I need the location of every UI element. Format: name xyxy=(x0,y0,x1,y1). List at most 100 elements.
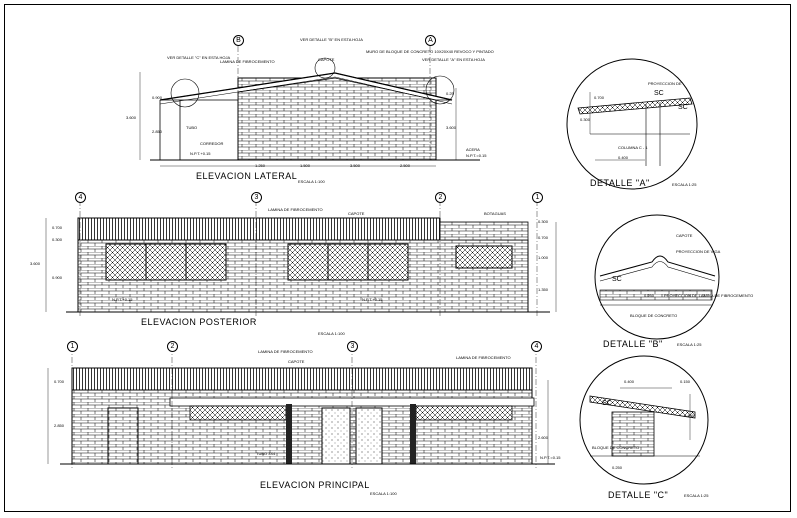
detail-b-note-3: SC xyxy=(612,276,622,283)
principal-window-right xyxy=(415,405,513,421)
detail-c-scale: ESCALA 1:25 xyxy=(684,493,709,498)
axis-bubble-3: 3 xyxy=(251,192,262,203)
detail-a-drawing xyxy=(566,58,698,190)
principal-note-capote: CAPOTE xyxy=(288,359,305,364)
posterior-roof xyxy=(77,217,441,241)
principal-note-tubo: TUBO 3X4 xyxy=(256,451,276,456)
posterior-dim-right-2: 0.700 xyxy=(538,235,549,240)
posterior-title: ELEVACION POSTERIOR xyxy=(141,317,257,327)
posterior-window-left xyxy=(105,243,227,281)
posterior-note-capote: CAPOTE xyxy=(348,211,365,216)
detail-b-note-1: CAPOTE xyxy=(676,233,693,238)
posterior-elevation xyxy=(45,200,557,316)
principal-dim-left-1: 0.700 xyxy=(54,379,65,384)
lateral-dim-bottom-2: 1.500 xyxy=(300,163,311,168)
detail-c-title: DETALLE "C" xyxy=(608,490,669,500)
posterior-note-lamina: LAMINA DE FIBROCEMENTO xyxy=(268,207,323,212)
posterior-dim-right-1: 0.300 xyxy=(538,219,549,224)
lateral-note-acera: ACERA xyxy=(466,147,480,152)
posterior-note-npt-left: N.P.T.+0.15 xyxy=(112,297,133,302)
lateral-dim-left-3: 3.600 xyxy=(126,115,137,120)
axis-bubble-b: B xyxy=(233,35,244,46)
detail-a-note-3: SC xyxy=(678,104,688,111)
axis-bubble-2: 2 xyxy=(435,192,446,203)
principal-column-2 xyxy=(410,404,416,464)
axis-bubble-2: 2 xyxy=(167,341,178,352)
posterior-window-right xyxy=(455,245,513,269)
lateral-note-lamina: LAMINA DE FIBROCEMENTO xyxy=(220,59,275,64)
detail-a-note-2: SC xyxy=(654,90,664,97)
axis-bubble-4: 4 xyxy=(531,341,542,352)
detail-b-note-2: PROYECCION DE VIGA xyxy=(676,249,721,254)
axis-bubble-1: 1 xyxy=(532,192,543,203)
axis-bubble-3: 3 xyxy=(347,341,358,352)
posterior-dim-right-4: 1.350 xyxy=(538,287,549,292)
principal-note-lamina-right: LAMINA DE FIBROCEMENTO xyxy=(456,355,511,360)
detail-a-callout xyxy=(425,75,455,105)
lateral-note-nivel-piso: N.P.T.+0.15 xyxy=(190,151,211,156)
posterior-dim-right-3: 1.000 xyxy=(538,255,549,260)
lateral-dim-right-2: 0.25 xyxy=(446,91,454,96)
lateral-dim-left-2: 2.850 xyxy=(152,129,163,134)
posterior-scale: ESCALA 1:100 xyxy=(318,331,345,336)
detail-a-note-1: PROYECCION DE xyxy=(648,81,682,86)
detail-c-dim-4: 0.250 xyxy=(612,465,623,470)
detail-b-callout xyxy=(314,57,336,79)
lateral-note-ver-detalle-a: VER DETALLE "A" EN ESTA HOJA xyxy=(422,57,485,62)
lateral-note-capote: CAPOTE xyxy=(318,57,335,62)
principal-door-left xyxy=(107,407,139,465)
principal-scale: ESCALA 1:100 xyxy=(370,491,397,496)
posterior-parapet xyxy=(439,221,529,241)
detail-c-drawing xyxy=(579,355,709,485)
detail-b-circle xyxy=(594,214,720,340)
detail-c-note-1: SC xyxy=(602,400,612,407)
lateral-dim-bottom-1: 1.250 xyxy=(255,163,266,168)
principal-title: ELEVACION PRINCIPAL xyxy=(260,480,370,490)
detail-c-dim-2: 0.150 xyxy=(680,379,691,384)
lateral-title: ELEVACION LATERAL xyxy=(196,171,298,181)
principal-window-left xyxy=(189,405,287,421)
detail-b-drawing xyxy=(594,214,720,340)
detail-b-note-4: 0.250 xyxy=(644,293,655,298)
lateral-dim-bottom-3: 3.500 xyxy=(350,163,361,168)
posterior-dim-left-2: 0.300 xyxy=(52,237,63,242)
lateral-note-ver-detalle-b: VER DETALLE "B" EN ESTA HOJA xyxy=(300,37,363,42)
posterior-window-center xyxy=(287,243,409,281)
lateral-note-nivel-acera: N.P.T.=0.15 xyxy=(466,153,487,158)
principal-dim-left-2: 2.850 xyxy=(54,423,65,428)
detail-b-note-5: PROYECCION DE LAMINA DE FIBROCEMENTO xyxy=(664,293,754,298)
detail-a-title: DETALLE "A" xyxy=(590,178,650,188)
posterior-dim-left-3: 3.600 xyxy=(30,261,41,266)
detail-b-scale: ESCALA 1:25 xyxy=(677,342,702,347)
detail-c-callout xyxy=(170,78,200,108)
detail-a-scale: ESCALA 1:25 xyxy=(672,182,697,187)
posterior-dim-left-4: 0.900 xyxy=(52,275,63,280)
principal-roof xyxy=(71,367,533,391)
lateral-note-muro: MURO DE BLOQUE DE CONCRETO 10X20X40 REVO… xyxy=(366,49,494,54)
principal-door-center-left xyxy=(321,407,351,465)
detail-b-note-6: BLOQUE DE CONCRETO xyxy=(630,313,678,318)
axis-bubble-4: 4 xyxy=(75,192,86,203)
principal-note-npt: N.P.T.=0.15 xyxy=(540,455,561,460)
detail-c-dim-3: 0.400 xyxy=(684,413,695,418)
principal-column-1 xyxy=(286,404,292,464)
principal-elevation xyxy=(47,346,555,468)
lateral-dim-left-1: 0.900 xyxy=(152,95,163,100)
posterior-dim-left-1: 0.700 xyxy=(52,225,63,230)
detail-a-dim-3: 0.400 xyxy=(618,155,629,160)
lateral-note-tubo: TUBO xyxy=(186,125,198,130)
detail-a-circle xyxy=(566,58,698,190)
lateral-elevation xyxy=(139,46,480,167)
principal-note-lamina: LAMINA DE FIBROCEMENTO xyxy=(258,349,313,354)
posterior-note-botaguas: BOTAGUAS xyxy=(484,211,506,216)
detail-c-dim-1: 0.400 xyxy=(624,379,635,384)
principal-door-center-right xyxy=(355,407,383,465)
lateral-scale: ESCALA 1:100 xyxy=(298,179,325,184)
lateral-note-corredor: CORREDOR xyxy=(200,141,224,146)
axis-bubble-a: A xyxy=(425,35,436,46)
detail-b-title: DETALLE "B" xyxy=(603,339,663,349)
principal-dim-right-1: 2.600 xyxy=(538,435,549,440)
axis-bubble-1: 1 xyxy=(67,341,78,352)
detail-c-note-2: BLOQUE DE CONCRETO xyxy=(592,445,640,450)
